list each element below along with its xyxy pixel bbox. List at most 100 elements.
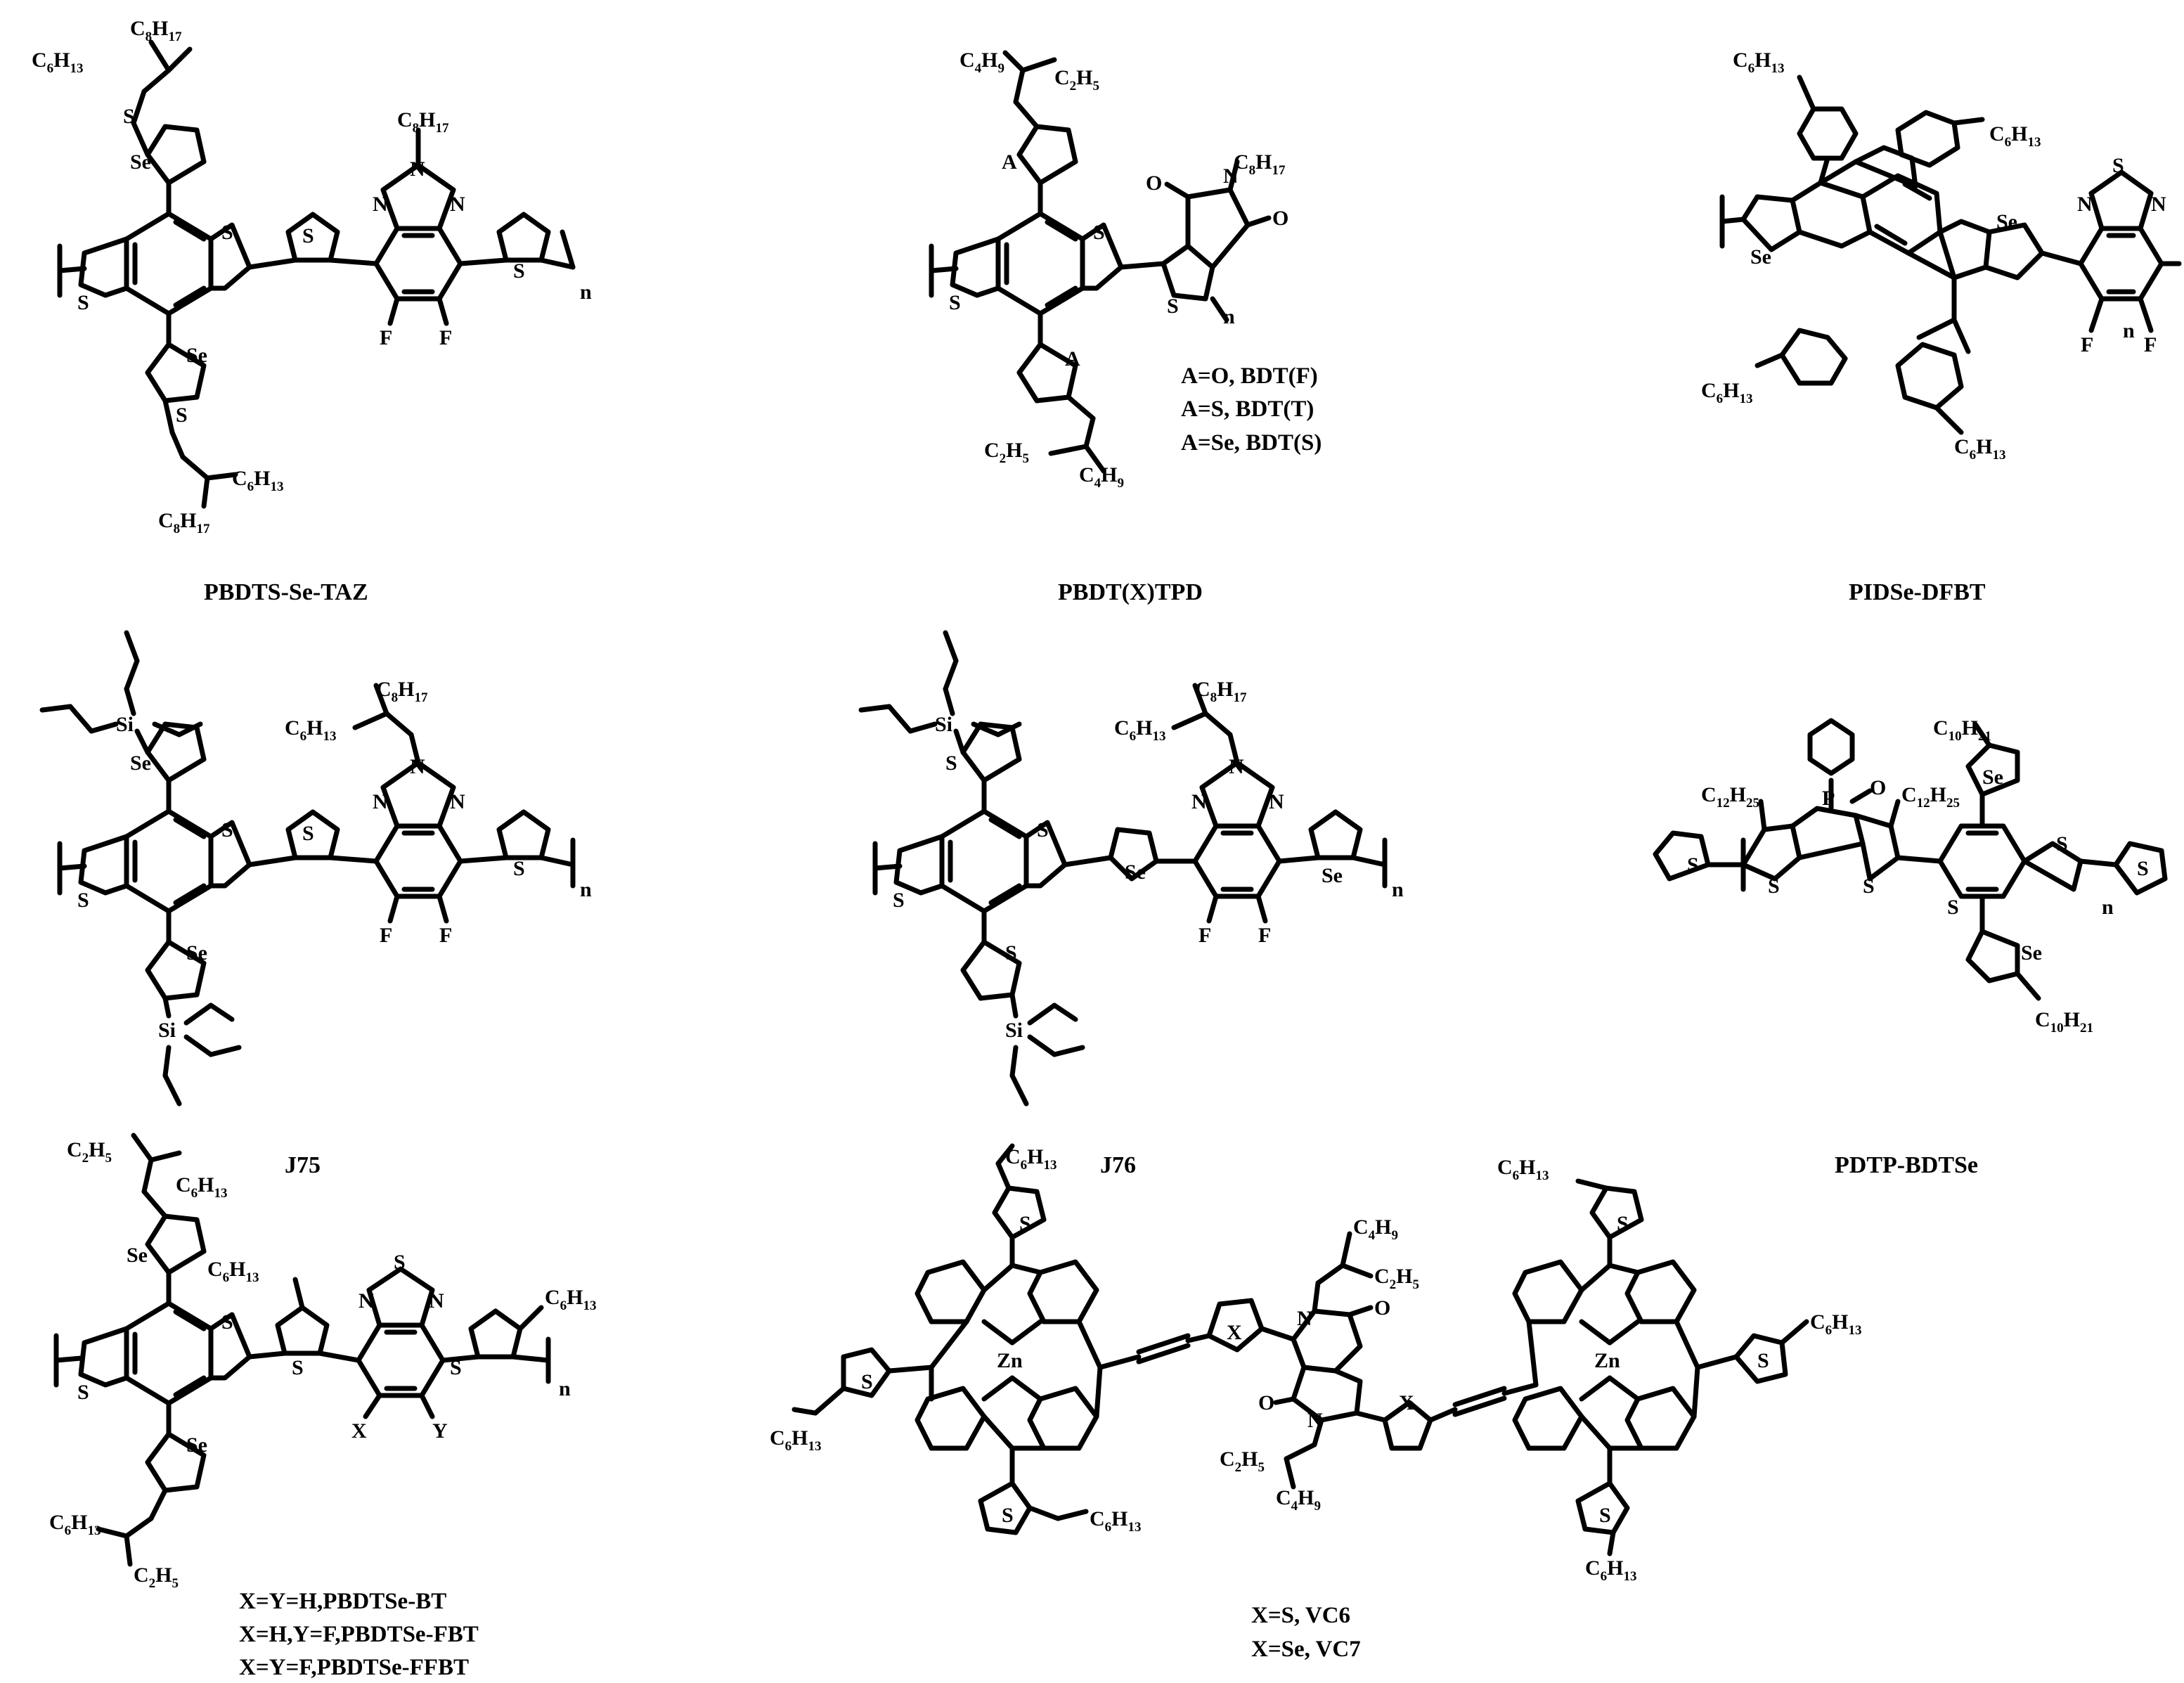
label-f-right: F (1258, 924, 1271, 947)
label-s-thienyl-1: S (1019, 1212, 1031, 1235)
label-n-bt-right: N (429, 1289, 444, 1313)
label-zn-left: Zn (997, 1349, 1023, 1372)
structure-name: PDTP-BDTSe (1835, 1152, 1978, 1178)
label-c6h13-bottom: C6H13 (232, 467, 284, 494)
label-si-top: Si (116, 713, 134, 736)
label-n-taz-top: N (1229, 755, 1244, 778)
label-se-left: Se (1750, 245, 1771, 269)
label-zn-right: Zn (1594, 1349, 1620, 1372)
label-f-right: F (439, 326, 452, 349)
label-o: O (1870, 776, 1886, 799)
label-c2h5-bottom: C2H5 (1220, 1447, 1265, 1475)
label-s-bdt-right: S (1093, 221, 1105, 244)
label-s-bottom: S (1005, 941, 1017, 965)
label-o-right: O (1272, 207, 1288, 230)
label-s-thiophene-2: S (302, 224, 314, 247)
label-c6h13-top: C6H13 (32, 49, 84, 76)
label-s-thienyl-4: S (1617, 1212, 1629, 1235)
label-n-taz-top: N (410, 755, 425, 778)
condition-3: A=Se, BDT(S) (1181, 430, 1322, 456)
label-y: Y (432, 1419, 448, 1443)
label-s-bdt-left: S (949, 291, 961, 314)
label-c6h13-bottom: C6H13 (49, 1511, 101, 1538)
structure-name: PBDT(X)TPD (1058, 579, 1203, 605)
label-s-tpd: S (1167, 295, 1179, 318)
label-se-top: Se (130, 150, 151, 174)
label-c4h9-bottom: C4H9 (1079, 463, 1124, 491)
label-n-taz-right: N (450, 790, 465, 813)
label-s-end-right: S (2137, 857, 2149, 880)
label-c6h13-top: C6H13 (176, 1173, 228, 1201)
label-f-left: F (1198, 924, 1211, 947)
label-si-bottom: Si (158, 1019, 176, 1042)
label-s-thienyl-2: S (861, 1370, 873, 1393)
label-n-taz-right: N (450, 193, 465, 216)
label-n-right: N (2151, 193, 2166, 216)
label-c8h17-top: C8H17 (130, 17, 182, 44)
label-s-link-bottom: S (176, 404, 188, 427)
label-n-left: N (2077, 193, 2093, 216)
label-x: X (351, 1419, 367, 1443)
condition-1: X=S, VC6 (1251, 1603, 1350, 1628)
structure-pbdts-se-taz: C8H17 C6H13 S Se S S S S C8H17 N N N F F… (32, 17, 592, 605)
label-s-bdt-right: S (1037, 818, 1049, 842)
label-n-subscript: n (580, 280, 592, 304)
label-c8h17: C8H17 (1195, 678, 1247, 705)
label-x-top: X (1227, 1321, 1242, 1344)
label-s-dtp-left: S (1768, 875, 1780, 898)
condition-2: X=H,Y=F,PBDTSe-FBT (239, 1622, 479, 1647)
label-p: P (1822, 787, 1835, 810)
label-c6h13: C6H13 (1114, 716, 1166, 744)
label-n-imide: N (1223, 165, 1239, 188)
condition-2: X=Se, VC7 (1251, 1637, 1361, 1662)
label-se-bottom: Se (186, 941, 207, 965)
label-s-bdt-right: S (2056, 832, 2068, 856)
condition-1: A=O, BDT(F) (1181, 363, 1318, 389)
label-n-taz-left: N (373, 790, 388, 813)
label-c12h25-left: C12H25 (1701, 783, 1759, 811)
label-c8h17: C8H17 (376, 678, 428, 705)
label-c2h5-top: C2H5 (67, 1138, 112, 1166)
label-c2h5-top: C2H5 (1054, 66, 1099, 94)
label-s-dtp-right: S (1863, 875, 1875, 898)
label-c6h13-b: C6H13 (1989, 122, 2041, 150)
label-n-dpp-top: N (1297, 1307, 1312, 1330)
label-c4h9-bottom: C4H9 (1276, 1486, 1321, 1514)
label-c6h13-c: C6H13 (1701, 379, 1753, 406)
label-c4h9-top: C4H9 (1353, 1216, 1398, 1243)
structure-name: PIDSe-DFBT (1849, 579, 1986, 605)
label-f-right: F (439, 924, 452, 947)
label-se-thiophene-3: Se (1322, 864, 1343, 887)
label-s-end-left: S (1687, 853, 1699, 877)
label-si-bottom: Si (1005, 1019, 1023, 1042)
label-s-thiophene-2: S (302, 822, 314, 845)
label-s-top: S (945, 752, 957, 775)
label-n-subscript: n (1392, 878, 1404, 901)
label-se-thiophene-2: Se (1125, 860, 1146, 884)
label-c6h13-mid: C6H13 (207, 1258, 259, 1285)
label-s-thienyl-6: S (1599, 1504, 1611, 1527)
condition-1: X=Y=H,PBDTSe-BT (239, 1589, 446, 1614)
label-s-thiophene-2: S (292, 1356, 304, 1379)
label-n-subscript: n (580, 878, 592, 901)
label-se-bottom: Se (2021, 941, 2042, 965)
structure-pidse-dfbt: C6H13 C6H13 C6H13 C6H13 Se Se S N N F F … (1701, 49, 2182, 605)
label-c6h13-1: C6H13 (1005, 1145, 1057, 1173)
label-c8h17-bottom: C8H17 (158, 509, 210, 536)
label-n-taz-top: N (410, 157, 425, 181)
label-se-top: Se (1982, 766, 2003, 789)
structure-name: J76 (1100, 1152, 1136, 1178)
label-s-thienyl-5: S (1757, 1349, 1769, 1372)
label-c12h25-right: C12H25 (1901, 783, 1960, 811)
label-n-dpp-bottom: N (1307, 1409, 1323, 1432)
label-n-taz-left: N (1191, 790, 1207, 813)
label-s-btd: S (2112, 154, 2124, 177)
label-s-bdt-left: S (893, 889, 905, 912)
label-c6h13-3: C6H13 (1090, 1507, 1142, 1535)
label-f-left: F (380, 326, 392, 349)
condition-3: X=Y=F,PBDTSe-FFBT (239, 1655, 469, 1680)
label-n-subscript: n (2102, 896, 2114, 919)
label-s-bdt-right: S (221, 1310, 233, 1334)
label-s-bdt-left: S (77, 291, 89, 314)
label-f-left: F (2081, 333, 2093, 356)
